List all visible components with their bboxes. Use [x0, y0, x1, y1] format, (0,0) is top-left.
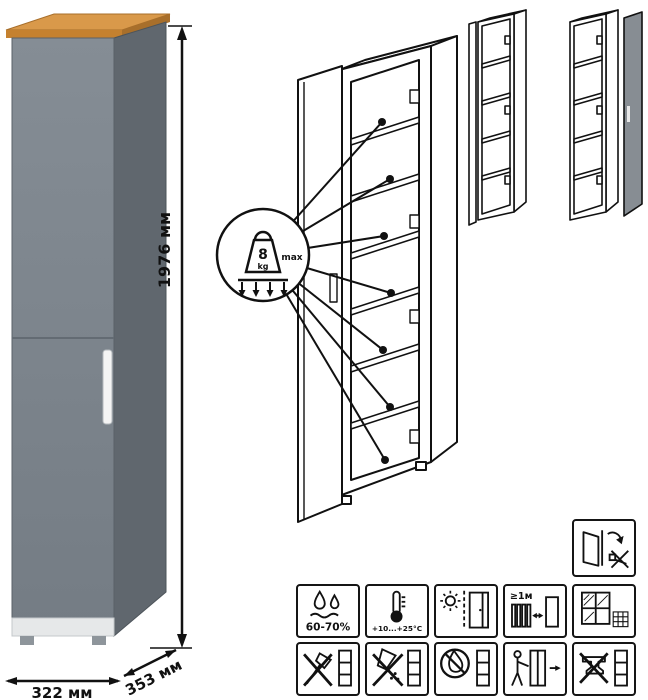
dimension-width: 322 мм	[5, 677, 121, 700]
weight-qualifier: max	[281, 253, 302, 263]
temperature-range: +10...+25°C	[372, 624, 422, 633]
cabinet-plinth	[11, 617, 115, 637]
cabinet-handle	[102, 349, 113, 425]
variant-right-hinged	[569, 9, 643, 221]
width-label: 322 мм	[31, 684, 92, 700]
shelf-load-diagram: 8 kg max	[215, 35, 458, 523]
no-open-flame-icon	[434, 642, 498, 696]
cabinet-foot-left	[20, 636, 34, 645]
dimension-depth: 353 мм	[122, 648, 185, 699]
open-door-drawing	[297, 65, 343, 523]
cabinet-foot-right	[92, 636, 106, 645]
hinge-icon	[409, 89, 420, 444]
door-mounting-variants	[468, 9, 643, 226]
keep-distance-from-heater-icon: ≥1м	[503, 584, 567, 638]
cabinet-side-panel	[113, 21, 167, 638]
keep-from-sunlight-icon	[434, 584, 498, 638]
max-load-callout: 8 kg max	[215, 207, 311, 303]
weight-icon	[244, 230, 282, 274]
height-label: 1976 мм	[155, 212, 174, 288]
carcass-line-drawing	[338, 35, 458, 505]
weight-value: 8	[258, 247, 268, 263]
no-heavy-load-anvil-icon	[572, 642, 636, 696]
no-impact-axe-icon	[296, 642, 360, 696]
distributed-load-arrows	[238, 278, 288, 297]
dimension-height: 1976 мм	[150, 25, 192, 649]
variant-left-hinged	[468, 9, 527, 226]
carry-do-not-drag-icon	[503, 642, 567, 696]
no-liquids-icon	[365, 642, 429, 696]
variant-dark-door	[623, 11, 643, 217]
weight-unit: kg	[257, 262, 268, 271]
cabinet-render: 1976 мм 322 мм 353 мм	[5, 13, 192, 700]
shelf-point-dots	[378, 118, 395, 464]
thermometer-icon: +10...+25°C	[365, 584, 429, 638]
humidity-value: 60-70%	[306, 621, 351, 633]
ventilated-room-icon	[572, 584, 636, 638]
humidity-icon: 60-70%	[296, 584, 360, 638]
door-adjustment-icon	[572, 519, 636, 577]
distance-value: ≥1м	[510, 591, 533, 602]
